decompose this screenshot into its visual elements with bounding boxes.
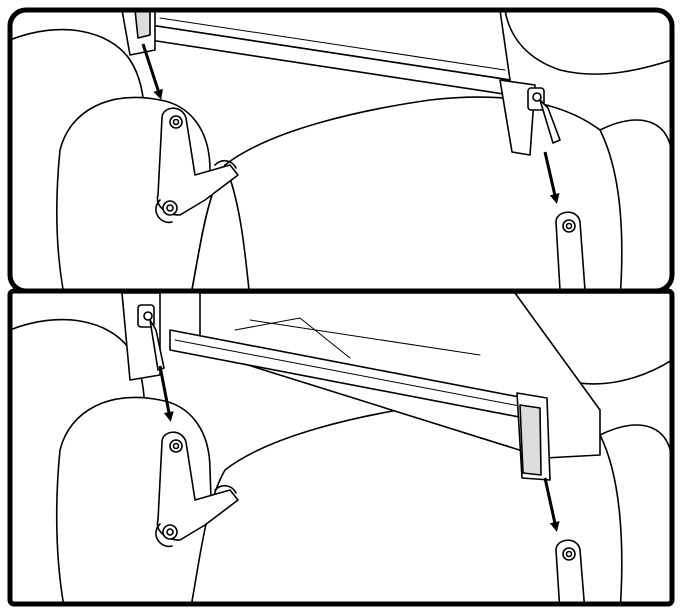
right-seat-side bbox=[599, 424, 672, 602]
left-hinge-bracket bbox=[156, 107, 239, 216]
arrow-right-down bbox=[543, 151, 560, 204]
panel-step-2-arrows bbox=[158, 365, 560, 532]
panel-step-2 bbox=[10, 293, 672, 602]
arrow-right-down bbox=[543, 477, 560, 532]
right-post-clip bbox=[519, 404, 542, 476]
panel-step-1 bbox=[10, 10, 672, 289]
left-latch-lever bbox=[149, 319, 165, 371]
arrow-left-down bbox=[141, 43, 163, 100]
right-backrest bbox=[504, 10, 672, 75]
left-post-clip bbox=[134, 10, 151, 39]
panel-step-1-arrows bbox=[141, 43, 560, 204]
seat-cushion-front bbox=[189, 164, 251, 289]
panel-step-2-border bbox=[7, 288, 675, 607]
right-latch-lever bbox=[539, 99, 561, 144]
arrow-left-down bbox=[158, 365, 174, 422]
left-hinge-bracket bbox=[156, 431, 239, 541]
right-post bbox=[499, 79, 536, 156]
right-hinge-bracket bbox=[555, 211, 586, 289]
right-seat-side bbox=[599, 119, 672, 289]
